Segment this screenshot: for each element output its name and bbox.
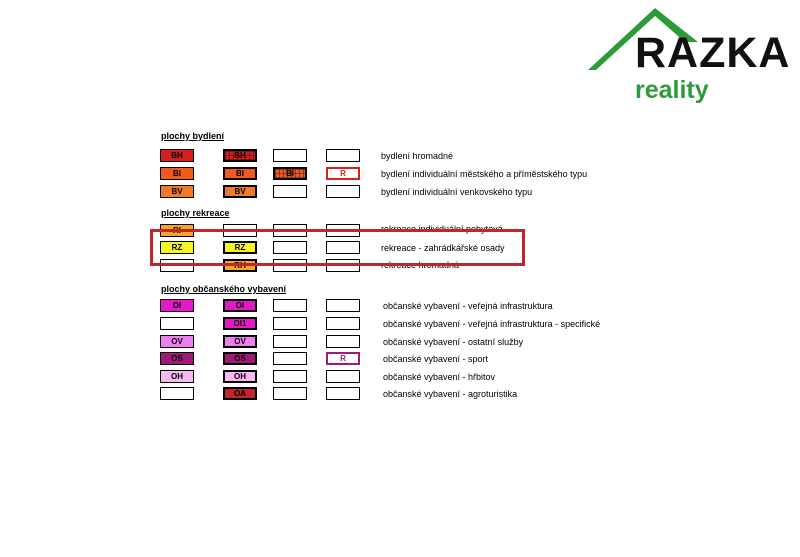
- legend-box-ov-2: OV: [223, 335, 257, 348]
- logo-brand: RAZKA: [635, 29, 791, 77]
- legend-box-empty: [273, 370, 307, 383]
- legend-box-empty: [273, 149, 307, 162]
- razka-logo: RAZKA reality: [580, 0, 800, 110]
- highlight-frame: [150, 229, 525, 266]
- legend-box-empty: [326, 185, 360, 198]
- legend-box-empty: [160, 317, 194, 330]
- legend-box-os-2: OS: [223, 352, 257, 365]
- legend-label: občanské vybavení - agroturistika: [383, 389, 518, 399]
- legend-box-bv: BV: [160, 185, 194, 198]
- legend-box-oh: OH: [160, 370, 194, 383]
- legend-box-os: OS: [160, 352, 194, 365]
- legend-box-empty: [273, 335, 307, 348]
- legend-label: bydlení hromadné: [381, 151, 454, 161]
- legend-box-empty: [273, 317, 307, 330]
- legend-box-bv-2: BV: [223, 185, 257, 198]
- legend-box-empty: [273, 299, 307, 312]
- legend-box-bh: BH: [160, 149, 194, 162]
- legend-box-empty: [273, 387, 307, 400]
- legend-box-bi-2: BI: [223, 167, 257, 180]
- legend-label: občanské vybavení - hřbitov: [383, 372, 496, 382]
- legend-box-bi: BI: [160, 167, 194, 180]
- heading-rekreace: plochy rekreace: [161, 208, 230, 218]
- legend-label: občanské vybavení - ostatní služby: [383, 337, 524, 347]
- legend-box-empty: [326, 241, 360, 254]
- legend-box-rz-2: RZ: [223, 241, 257, 254]
- heading-bydleni: plochy bydlení: [161, 131, 225, 141]
- legend-box-bh-2: BH: [223, 149, 257, 162]
- legend-label: bydlení individuální městského a příměst…: [381, 169, 588, 179]
- legend-box-oi: OI: [160, 299, 194, 312]
- legend-box-oi-2: OI: [223, 299, 257, 312]
- legend-box-empty: [326, 299, 360, 312]
- legend-box-bi-3: BI: [273, 167, 307, 180]
- legend-box-os-r: R: [326, 352, 360, 365]
- logo-sub: reality: [635, 76, 709, 104]
- legend-box-empty: [160, 387, 194, 400]
- legend-label: občanské vybavení - sport: [383, 354, 489, 364]
- legend-box-empty: [326, 317, 360, 330]
- legend-box-empty: [326, 387, 360, 400]
- legend-box-oa: OA: [223, 387, 257, 400]
- heading-obcanske: plochy občanského vybavení: [161, 284, 287, 294]
- legend-box-empty: [326, 335, 360, 348]
- legend-box-empty: [273, 241, 307, 254]
- legend-box-bi-r: R: [326, 167, 360, 180]
- roof-icon: [588, 8, 698, 70]
- legend-box-empty: [326, 149, 360, 162]
- legend-box-empty: [273, 185, 307, 198]
- legend-box-oh-2: OH: [223, 370, 257, 383]
- legend-box-ov: OV: [160, 335, 194, 348]
- legend-box-empty: [273, 352, 307, 365]
- legend-box-oi1: OI1: [223, 317, 257, 330]
- legend-box-empty: [326, 370, 360, 383]
- legend-label: občanské vybavení - veřejná infrastruktu…: [383, 319, 601, 329]
- legend-label: občanské vybavení - veřejná infrastruktu…: [383, 301, 553, 311]
- legend-label: rekreace - zahrádkářské osady: [381, 243, 505, 253]
- legend-label: bydlení individuální venkovského typu: [381, 187, 533, 197]
- legend-box-rz: RZ: [160, 241, 194, 254]
